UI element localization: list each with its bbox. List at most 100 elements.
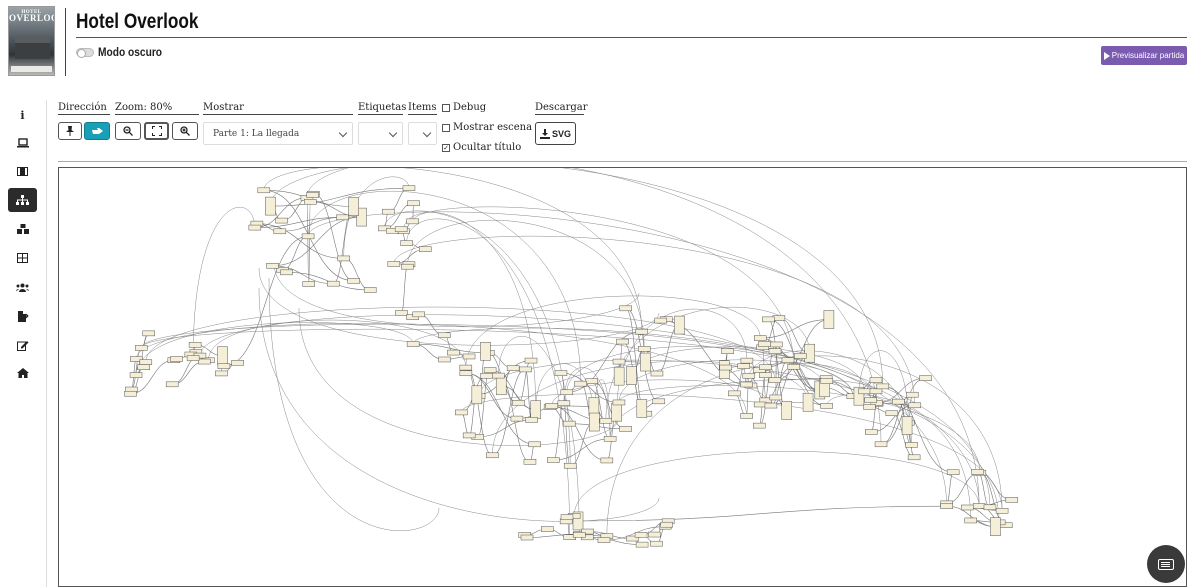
graph-node[interactable] [597,537,611,543]
graph-node[interactable] [170,356,183,362]
graph-node[interactable] [248,224,262,231]
download-svg-button[interactable]: SVG [535,122,576,145]
graph-node[interactable] [737,363,751,369]
debug-checkbox-box[interactable] [442,103,450,112]
graph-node[interactable] [721,348,734,354]
graph-node[interactable] [462,353,476,360]
graph-node[interactable] [764,402,778,409]
graph-node[interactable] [650,370,664,377]
zoom-in-button[interactable] [172,122,198,140]
graph-node[interactable] [480,342,491,361]
graph-node[interactable] [753,422,766,429]
graph-node[interactable] [135,345,148,351]
graph-node[interactable] [563,462,577,469]
graph-node[interactable] [858,388,871,395]
graph-node[interactable] [124,390,137,397]
graph-node[interactable] [217,346,228,365]
graph-node[interactable] [863,404,876,410]
hide-title-checkbox[interactable]: ✓ Ocultar título [442,142,521,153]
preview-game-button[interactable]: Previsualizar partida [1101,46,1187,65]
graph-node[interactable] [257,187,271,194]
graph-node[interactable] [740,381,753,388]
graph-node[interactable] [616,338,629,345]
table-icon[interactable] [8,246,37,270]
graph-node[interactable] [347,278,360,284]
graph-node[interactable] [186,355,200,361]
graph-node[interactable] [273,228,287,235]
items-select[interactable] [408,122,437,145]
graph-node[interactable] [528,441,541,448]
graph-node[interactable] [387,261,401,267]
graph-node[interactable] [740,413,753,419]
graph-node[interactable] [619,426,632,432]
graph-node[interactable] [905,391,919,398]
graph-node[interactable] [447,349,460,356]
graph-node[interactable] [188,342,202,348]
graph-node[interactable] [336,214,349,221]
graph-node[interactable] [869,388,883,395]
graph-node[interactable] [512,399,525,406]
graph-node[interactable] [919,375,932,381]
graph-node[interactable] [557,400,571,407]
graph-node[interactable] [129,372,143,378]
graph-node[interactable] [640,352,651,372]
graph-node[interactable] [908,402,922,409]
graph-node[interactable] [455,409,468,416]
graph-node[interactable] [781,357,795,363]
graph-node[interactable] [768,377,782,383]
graph-node[interactable] [650,540,663,547]
graph-node[interactable] [356,207,367,227]
info-icon[interactable]: i [20,108,25,122]
graph-node[interactable] [412,311,425,318]
graph-node[interactable] [130,356,143,362]
graph-node[interactable] [637,346,651,352]
graph-node[interactable] [619,305,632,312]
debug-checkbox[interactable]: Debug [442,102,486,113]
graph-node[interactable] [740,357,754,364]
graph-node[interactable] [215,370,228,377]
graph-node[interactable] [660,521,673,528]
graph-node[interactable] [524,357,538,364]
graph-node[interactable] [1005,497,1019,503]
graph-node[interactable] [802,392,814,412]
graph-node[interactable] [995,508,1009,514]
graph-node[interactable] [382,208,395,215]
graph-node[interactable] [280,269,293,276]
graph-node[interactable] [769,394,783,401]
graph-node[interactable] [301,233,315,240]
graph-node[interactable] [634,532,648,538]
graph-node[interactable] [865,429,878,435]
export-icon[interactable] [8,304,37,328]
graph-node[interactable] [588,397,600,416]
graph-node[interactable] [961,504,974,511]
fit-to-screen-button[interactable] [144,122,169,140]
graph-node[interactable] [519,366,532,373]
graph-node[interactable] [585,378,598,384]
graph-node[interactable] [636,399,648,418]
graph-node[interactable] [600,457,614,464]
graph-node[interactable] [674,315,685,335]
graph-node[interactable] [165,381,179,388]
graph-node[interactable] [266,263,279,269]
show-part-select[interactable]: Parte 1: La llegada [203,122,353,145]
graph-node[interactable] [759,372,772,378]
graph-node[interactable] [599,417,613,424]
graph-node[interactable] [302,281,316,287]
graph-node[interactable] [648,531,661,538]
graph-node[interactable] [885,410,899,417]
graph-node[interactable] [613,366,625,386]
graph-node[interactable] [823,310,835,329]
graph-node[interactable] [983,504,997,511]
graph-node[interactable] [758,341,771,347]
graph-node[interactable] [905,442,918,448]
graph-node[interactable] [406,341,420,347]
graph-node[interactable] [495,376,507,396]
edit-icon[interactable] [8,333,37,357]
graph-node[interactable] [770,341,783,348]
graph-node[interactable] [525,417,538,423]
story-graph-canvas[interactable] [58,167,1187,587]
graph-node[interactable] [541,526,554,532]
graph-node[interactable] [530,400,542,419]
graph-node[interactable] [231,359,244,366]
graph-node[interactable] [626,535,639,542]
